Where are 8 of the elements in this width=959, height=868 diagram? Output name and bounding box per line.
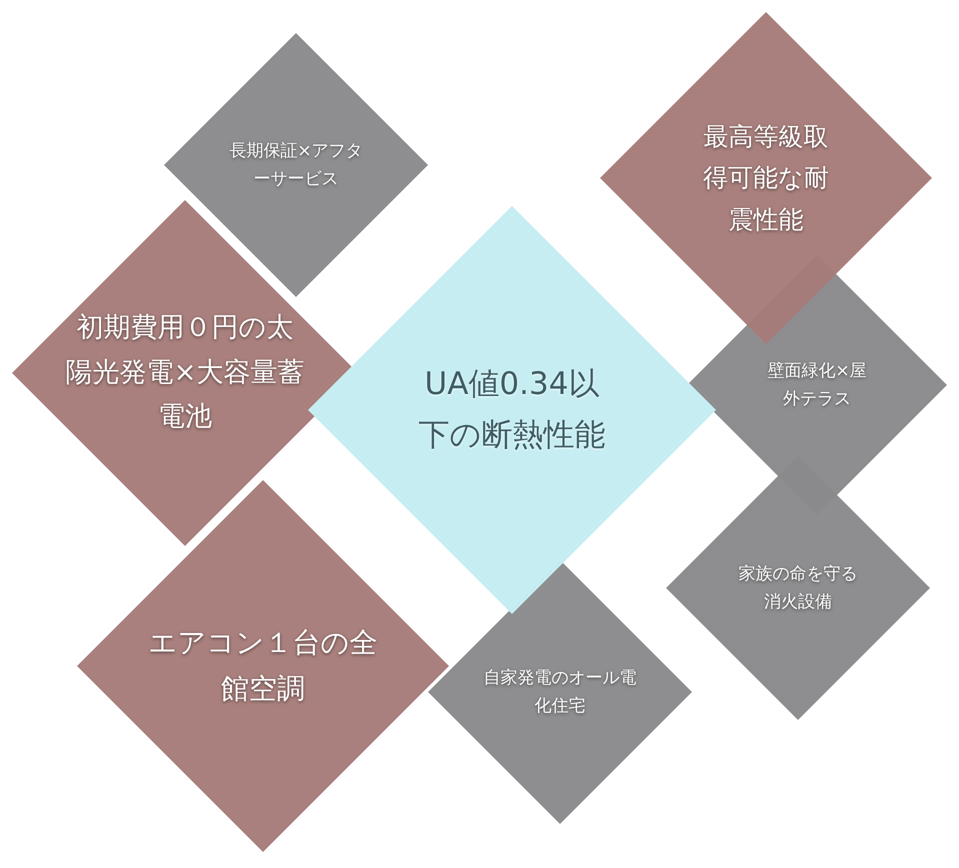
diamond-label: 初期費用０円の太陽光発電×大容量蓄電池 xyxy=(65,311,305,434)
diamond-label: UA値0.34以下の断熱性能 xyxy=(418,364,606,455)
diamond-label: 壁面緑化×屋外テラス xyxy=(766,360,868,411)
diamond-label: 最高等級取得可能な耐震性能 xyxy=(702,121,830,236)
diamond-label: エアコン１台の全館空調 xyxy=(148,624,378,707)
diamond-label: 家族の命を守る消火設備 xyxy=(738,562,858,614)
diamond-label: 長期保証×アフターサービス xyxy=(228,140,364,191)
diamond-label: 自家発電のオール電化住宅 xyxy=(482,666,638,718)
